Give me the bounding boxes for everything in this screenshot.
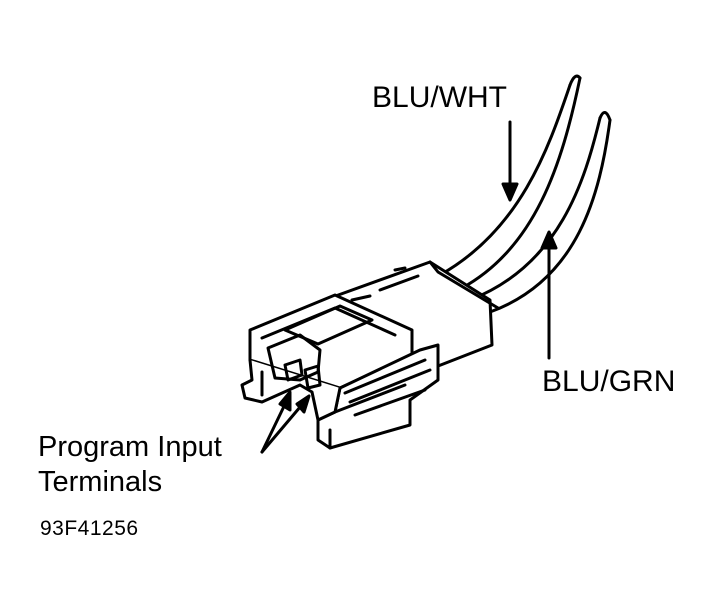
label-terminals: Terminals (38, 466, 163, 498)
label-program-input: Program Input (38, 431, 222, 463)
arrow-blu-wht (501, 120, 519, 202)
wire-blu-wht (438, 74, 582, 290)
figure-id: 93F41256 (40, 517, 139, 540)
connector-mouth (240, 333, 342, 422)
label-blu-grn: BLU/GRN (542, 365, 676, 398)
wire-blu-grn (468, 111, 612, 314)
connector-front-body (316, 343, 440, 450)
arrow-blu-grn (540, 230, 558, 360)
arrows-program-input-terminals (260, 390, 311, 454)
label-blu-wht: BLU/WHT (372, 81, 507, 114)
